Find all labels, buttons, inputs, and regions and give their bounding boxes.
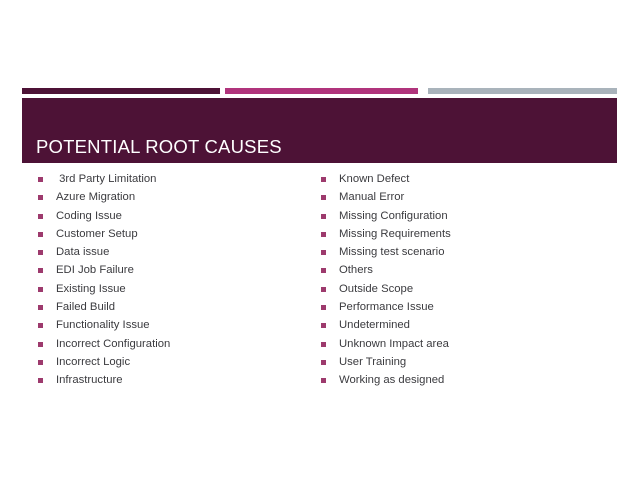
square-bullet-icon xyxy=(321,286,326,292)
square-bullet-icon xyxy=(321,177,326,182)
list-item: Customer Setup xyxy=(36,225,306,243)
list-item: Data issue xyxy=(36,243,306,261)
square-bullet-icon xyxy=(321,378,326,384)
square-bullet-icon xyxy=(38,378,43,384)
square-bullet-icon xyxy=(321,231,326,237)
list-item-label: Incorrect Logic xyxy=(56,355,131,368)
list-item: Azure Migration xyxy=(36,188,306,206)
square-bullet-icon xyxy=(38,250,43,256)
square-bullet-icon xyxy=(321,323,326,329)
list-item: Working as designed xyxy=(319,371,609,389)
list-item: Performance Issue xyxy=(319,298,609,316)
list-item: Coding Issue xyxy=(36,207,306,225)
list-item: Known Defect xyxy=(319,170,609,188)
square-bullet-icon xyxy=(321,213,326,219)
square-bullet-icon xyxy=(38,213,43,219)
list-item-label: 3rd Party Limitation xyxy=(56,173,157,185)
list-item-label: Customer Setup xyxy=(56,227,138,240)
list-item: Missing Requirements xyxy=(319,225,609,243)
square-bullet-icon xyxy=(321,268,326,274)
list-item-label: Undetermined xyxy=(339,319,410,332)
list-item-label: Performance Issue xyxy=(339,301,434,314)
square-bullet-icon xyxy=(38,359,43,365)
list-item: Incorrect Logic xyxy=(36,353,306,371)
title-band: POTENTIAL ROOT CAUSES xyxy=(22,98,617,163)
list-item-label: Manual Error xyxy=(339,191,405,204)
list-item-label: Coding Issue xyxy=(56,209,122,222)
list-item: Failed Build xyxy=(36,298,306,316)
square-bullet-icon xyxy=(321,250,326,256)
list-item-label: Others xyxy=(339,264,373,277)
list-item-label: Functionality Issue xyxy=(56,319,150,332)
list-item: Others xyxy=(319,261,609,279)
list-item: EDI Job Failure xyxy=(36,261,306,279)
square-bullet-icon xyxy=(321,305,326,311)
list-item-label: Data issue xyxy=(56,246,110,259)
list-item: User Training xyxy=(319,353,609,371)
list-item-label: Failed Build xyxy=(56,301,116,314)
list-item: Missing test scenario xyxy=(319,243,609,261)
list-item-label: Missing Requirements xyxy=(339,227,451,240)
accent-bar-gray xyxy=(428,88,617,94)
square-bullet-icon xyxy=(38,323,43,329)
list-item: Existing Issue xyxy=(36,280,306,298)
square-bullet-icon xyxy=(38,341,43,347)
list-item-label: Known Defect xyxy=(339,173,410,185)
square-bullet-icon xyxy=(321,195,326,201)
list-item: Incorrect Configuration xyxy=(36,335,306,353)
accent-bar-magenta xyxy=(225,88,418,94)
list-item-label: Outside Scope xyxy=(339,282,414,295)
slide-title: POTENTIAL ROOT CAUSES xyxy=(36,135,282,157)
square-bullet-icon xyxy=(38,305,43,311)
list-item-label: Unknown Impact area xyxy=(339,337,449,350)
accent-bar-group xyxy=(0,88,638,94)
list-item: Manual Error xyxy=(319,188,609,206)
list-item-label: Infrastructure xyxy=(56,374,123,387)
list-item-label: Working as designed xyxy=(339,374,445,387)
square-bullet-icon xyxy=(38,286,43,292)
list-item-label: EDI Job Failure xyxy=(56,264,134,277)
square-bullet-icon xyxy=(321,359,326,365)
list-item-label: Existing Issue xyxy=(56,282,126,295)
list-item-label: Azure Migration xyxy=(56,191,136,204)
square-bullet-icon xyxy=(38,231,43,237)
list-item: Undetermined xyxy=(319,316,609,334)
list-item: Missing Configuration xyxy=(319,207,609,225)
list-item: 3rd Party Limitation xyxy=(36,170,306,188)
list-item-label: Missing test scenario xyxy=(339,246,445,259)
list-item: Outside Scope xyxy=(319,280,609,298)
accent-bar-maroon xyxy=(22,88,220,94)
list-item: Unknown Impact area xyxy=(319,335,609,353)
square-bullet-icon xyxy=(321,341,326,347)
square-bullet-icon xyxy=(38,177,43,182)
square-bullet-icon xyxy=(38,195,43,201)
list-item: Infrastructure xyxy=(36,371,306,389)
list-item: Functionality Issue xyxy=(36,316,306,334)
list-item-label: Missing Configuration xyxy=(339,209,448,222)
list-item-label: Incorrect Configuration xyxy=(56,337,171,350)
square-bullet-icon xyxy=(38,268,43,274)
list-item-label: User Training xyxy=(339,355,407,368)
